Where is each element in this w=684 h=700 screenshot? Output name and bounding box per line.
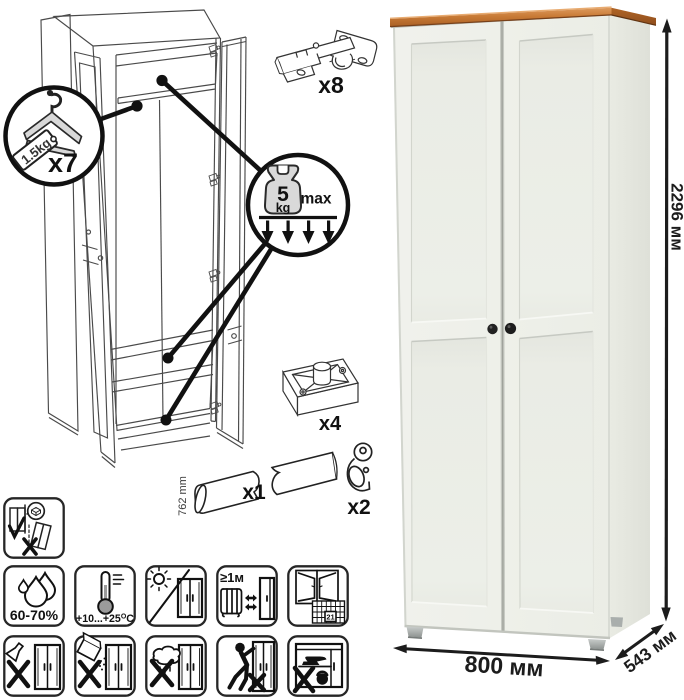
svg-text:60-70%: 60-70% [10, 607, 59, 623]
svg-text:762 mm: 762 mm [177, 476, 189, 516]
svg-text:x2: x2 [347, 496, 370, 519]
svg-text:≥1м: ≥1м [220, 570, 244, 585]
svg-text:21: 21 [326, 613, 334, 622]
svg-text:kg: kg [276, 201, 291, 215]
svg-text:5: 5 [277, 183, 289, 206]
svg-text:800 мм: 800 мм [464, 651, 544, 682]
svg-text:+10...+25OC: +10...+25OC [76, 613, 134, 625]
svg-text:x7: x7 [48, 148, 78, 178]
svg-text:max: max [300, 191, 331, 208]
svg-text:x8: x8 [318, 72, 344, 98]
svg-text:2296 мм: 2296 мм [668, 183, 684, 251]
svg-text:x1: x1 [242, 481, 266, 504]
svg-text:x4: x4 [319, 413, 342, 435]
